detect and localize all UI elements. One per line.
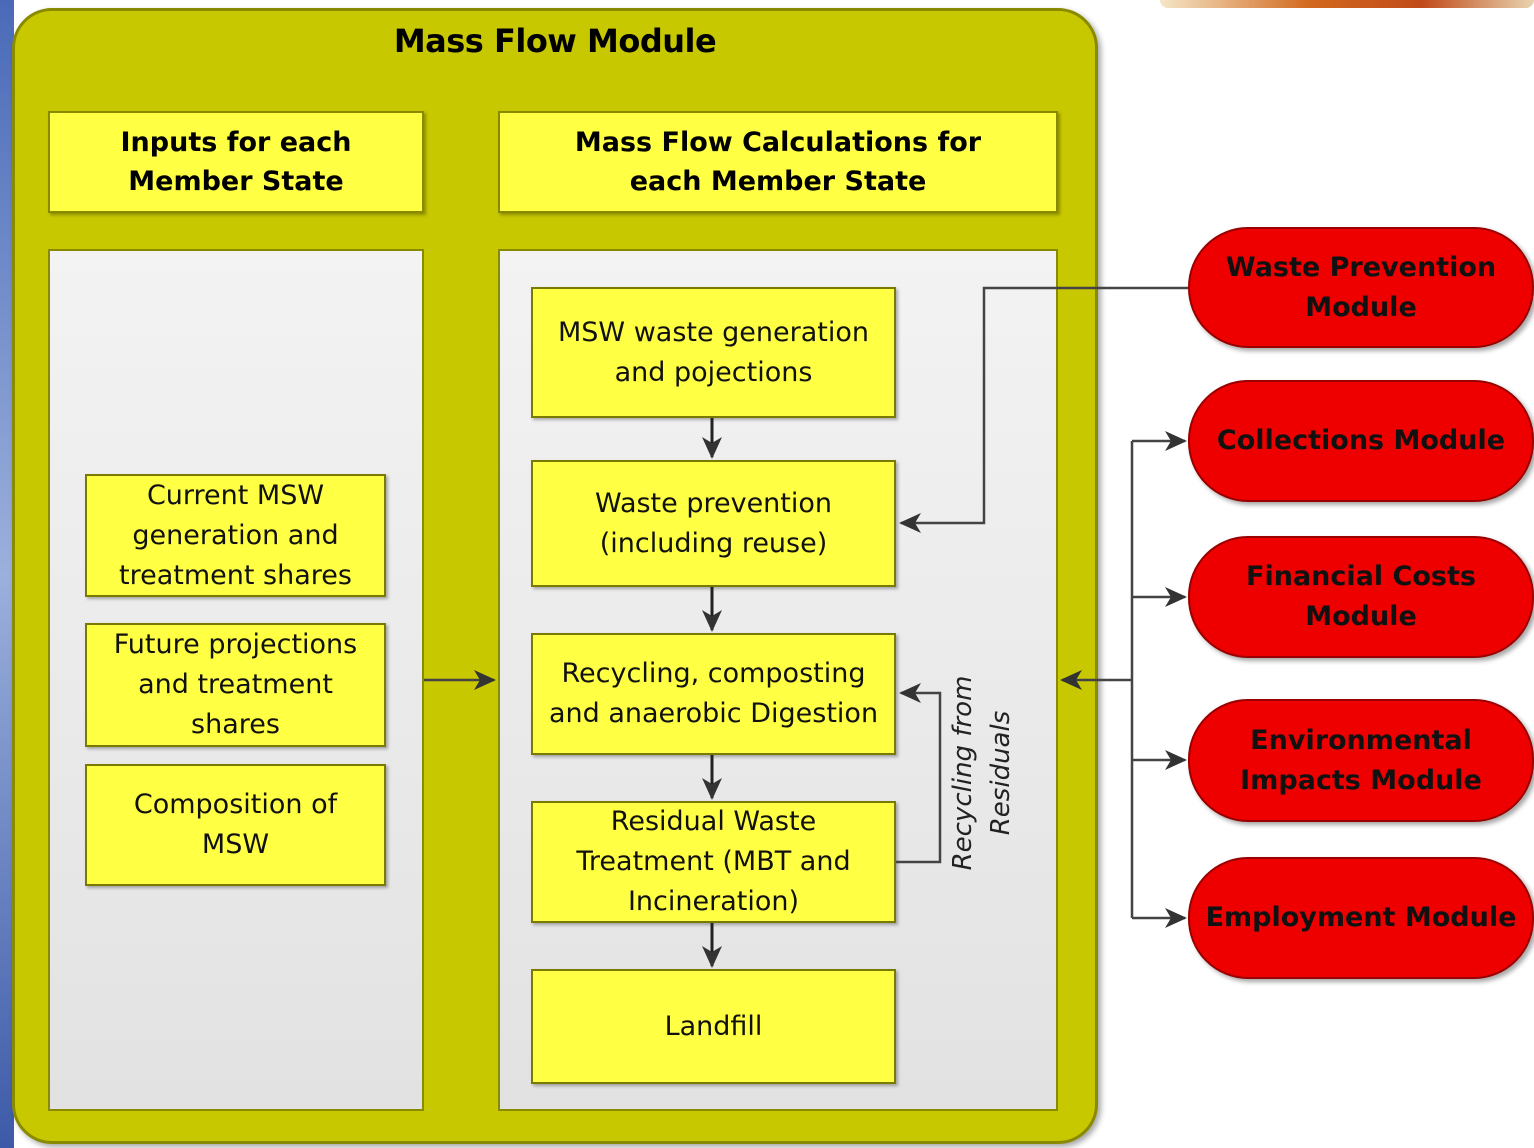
step-box: Recycling, composting and anaerobic Dige… [531,633,896,755]
input-label: Future projections and treatment shares [113,629,358,740]
module-box: Waste Prevention Module [1188,227,1534,348]
diagram-title: Mass Flow Module [393,22,717,60]
calculations-header: Mass Flow Calculations for each Member S… [498,111,1058,213]
module-label: Employment Module [1205,902,1517,933]
module-label: Collections Module [1216,425,1506,456]
step-box: MSW waste generation and pojections [531,287,896,418]
background-top-decoration [1160,0,1534,8]
step-label: MSW waste generation and pojections [557,316,870,388]
input-box: Future projections and treatment shares [85,623,386,747]
module-box: Collections Module [1188,380,1534,502]
step-box: Waste prevention (including reuse) [531,460,896,587]
background-left-strip [0,0,14,1148]
module-label: Waste Prevention Module [1225,251,1497,323]
input-label: Current MSW generation and treatment sha… [119,479,352,591]
step-box: Landfill [531,969,896,1084]
inputs-header: Inputs for each Member State [48,111,424,213]
module-label: Environmental Impacts Module [1240,724,1482,796]
module-box: Employment Module [1188,857,1534,979]
module-box: Financial Costs Module [1188,536,1534,658]
step-label: Waste prevention (including reuse) [594,487,833,559]
calculations-header-label: Mass Flow Calculations for each Member S… [574,127,982,197]
recycling-feedback-arrow [896,683,942,864]
step-label: Landfill [664,1010,763,1042]
module-label: Financial Costs Module [1246,561,1476,632]
step-box: Residual Waste Treatment (MBT and Incine… [531,801,896,923]
input-label: Composition of MSW [133,789,338,860]
step-label: Residual Waste Treatment (MBT and Incine… [576,806,851,917]
waste-prevention-arrow [899,286,1188,533]
input-box: Composition of MSW [85,764,386,886]
step-label: Recycling, composting and anaerobic Dige… [548,658,879,729]
input-box: Current MSW generation and treatment sha… [85,474,386,597]
module-box: Environmental Impacts Module [1188,699,1534,822]
inputs-header-label: Inputs for each Member State [120,127,352,197]
